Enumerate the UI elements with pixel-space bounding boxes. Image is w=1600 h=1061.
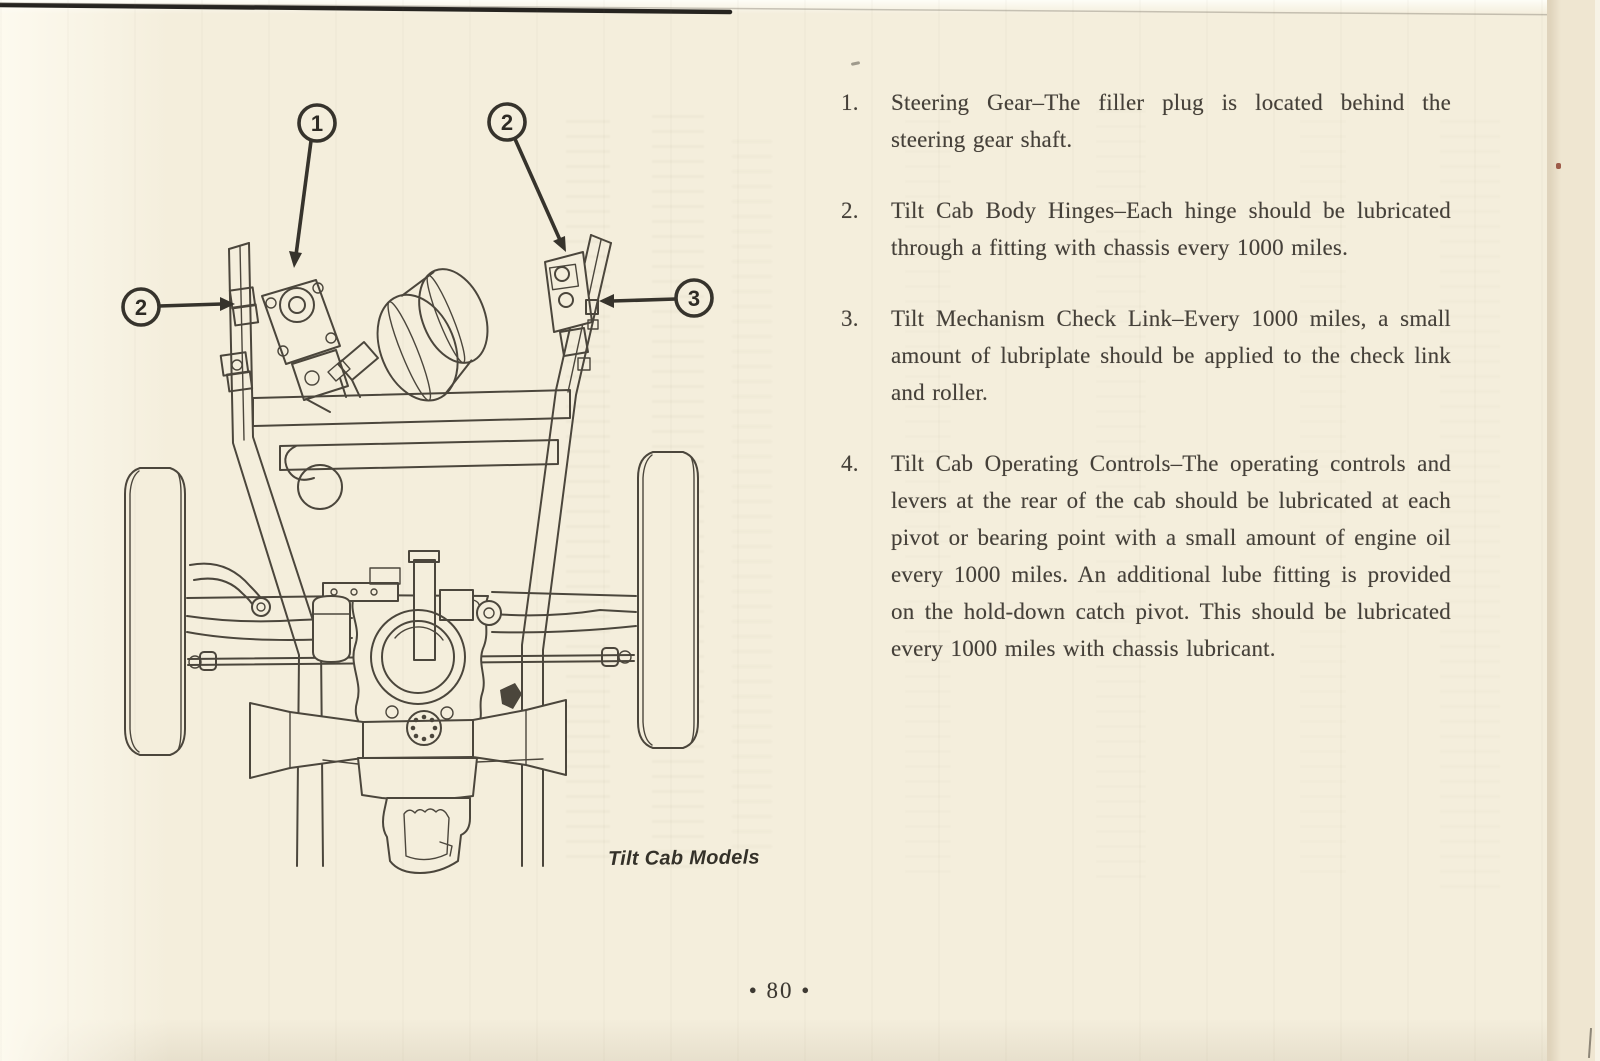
paper-smudge [850,61,861,66]
callout-3-label: 3 [688,286,700,311]
left-hinge-bracket [219,286,260,393]
item-text: Tilt Cab Operating Controls–The operatin… [891,451,1451,661]
chassis-line-drawing: 1 2 2 3 [121,102,714,874]
lube-item-3: 3. Tilt Mechanism Check Link–Every 1000 … [841,300,1451,411]
engine [312,550,522,759]
item-number: 3. [841,306,859,331]
mount-bracket [500,683,522,709]
page-number: • 80 • [748,978,812,1003]
item-number: 1. [841,90,859,115]
lube-item-1: 1. Steering Gear–The filler plug is loca… [841,84,1451,158]
callout-steering-gear: 1 [289,103,337,268]
lube-item-2: 2. Tilt Cab Body Hinges–Each hinge shoul… [841,192,1451,266]
scanbed-sliver [1595,0,1600,1061]
callout-hinge-left: 2 [121,287,235,327]
tilt-cab-chassis-illustration: 1 2 2 3 [60,85,750,885]
oil-pan [322,757,544,801]
right-front-wheel [637,451,699,749]
callout-hinge-top: 2 [487,102,566,252]
item-text: Tilt Mechanism Check Link–Every 1000 mil… [891,306,1451,405]
right-hinge-bracket [544,251,599,371]
paper-speck [1556,163,1561,169]
item-number: 2. [841,198,859,223]
horn [297,464,343,510]
check-link-roller [585,299,599,315]
air-cleaner [312,595,351,663]
item-number: 4. [841,451,859,476]
left-front-wheel [124,467,186,756]
item-text: Steering Gear–The filler plug is located… [891,90,1451,152]
callout-check-link: 3 [599,278,714,318]
frame-crossmembers [252,389,571,510]
bell-housing [382,797,471,874]
lube-item-4: 4. Tilt Cab Operating Controls–The opera… [841,445,1451,667]
scan-edge-artifact [0,2,1591,16]
brake-booster [376,268,489,402]
figure-caption: Tilt Cab Models [607,846,761,871]
item-text: Tilt Cab Body Hinges–Each hinge should b… [891,198,1451,260]
page-right-edge [1547,0,1600,1061]
fan-pulley-outer [370,609,466,705]
callout-2-top-label: 2 [501,110,513,135]
lubrication-list: 1. Steering Gear–The filler plug is loca… [841,84,1451,667]
throttle-bellcrank [476,600,502,626]
callout-2-left-label: 2 [135,295,147,320]
steering-gear [261,279,349,413]
filler-plug [288,296,306,314]
horn-bracket [284,445,315,481]
callout-1-label: 1 [311,111,323,136]
drag-link [189,562,271,617]
